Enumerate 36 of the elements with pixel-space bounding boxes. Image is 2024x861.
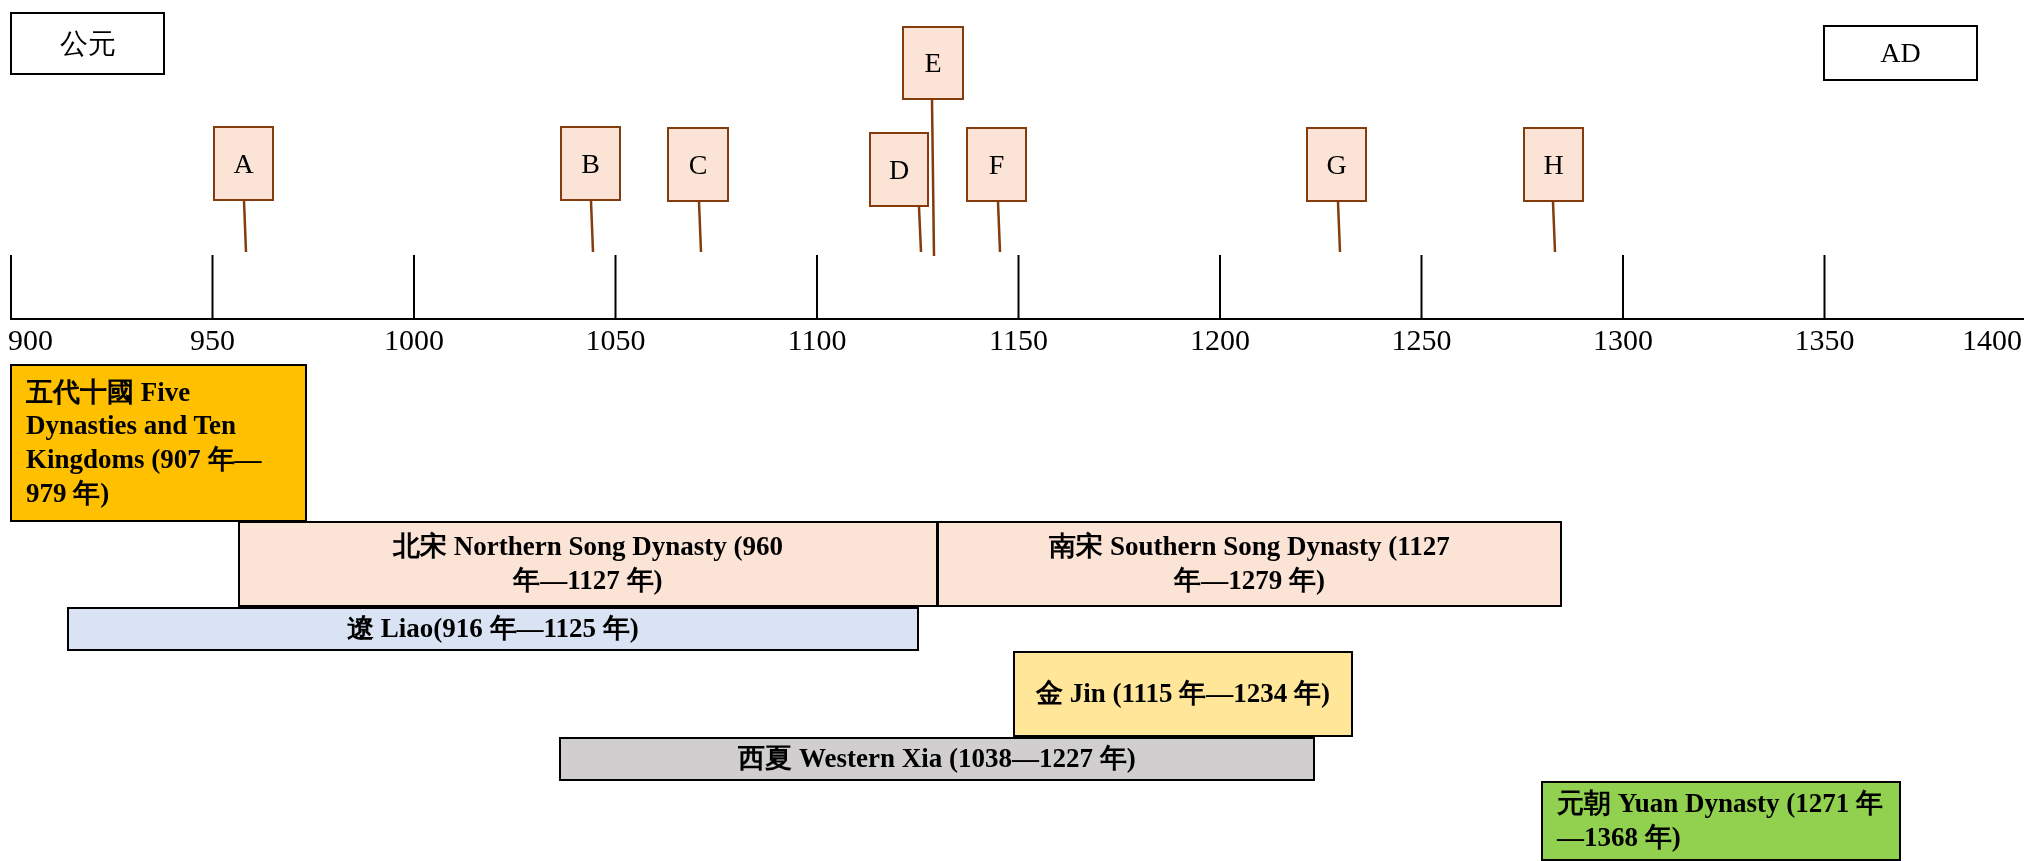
tick-label: 1000 (384, 323, 444, 357)
dynasty-bar: 金 Jin (1115 年—1234 年) (1013, 651, 1353, 737)
tick-label: 1400 (1962, 323, 2022, 357)
dynasty-bar: 南宋 Southern Song Dynasty (1127 年—1279 年) (937, 521, 1562, 607)
dynasty-bar: 西夏 Western Xia (1038—1227 年) (559, 737, 1315, 781)
tick-label: 1100 (787, 323, 847, 357)
leader-line (996, 201, 1002, 253)
leader-line (917, 206, 923, 253)
leader-line (589, 200, 595, 253)
tick-label: 1350 (1794, 323, 1855, 357)
leader-line (1551, 201, 1557, 253)
marker-box: F (966, 127, 1027, 202)
tick-label: 1050 (585, 323, 646, 357)
leader-line (697, 201, 703, 253)
marker-box: G (1306, 127, 1367, 202)
marker-box: H (1523, 127, 1584, 202)
dynasty-bar: 北宋 Northern Song Dynasty (960 年—1127 年) (238, 521, 938, 607)
tick-label: 1200 (1190, 323, 1250, 357)
marker-box: B (560, 126, 621, 201)
dynasty-bar: 五代十國 Five Dynasties and Ten Kingdoms (907 年—979 年) (10, 364, 307, 522)
marker-box: A (213, 126, 274, 201)
leader-line (242, 200, 248, 253)
dynasty-bar: 遼 Liao(916 年—1125 年) (67, 607, 919, 651)
label-box: 公元 (10, 12, 165, 75)
marker-box: C (667, 127, 729, 202)
leader-line (1336, 201, 1342, 253)
tick-label: 1250 (1391, 323, 1452, 357)
marker-box: E (902, 26, 964, 100)
marker-box: D (869, 132, 929, 207)
tick-label: 900 (8, 323, 53, 357)
tick-label: 950 (190, 323, 235, 357)
tick-label: 1150 (989, 323, 1048, 357)
label-box: AD (1823, 25, 1978, 81)
dynasty-bar: 元朝 Yuan Dynasty (1271 年—1368 年) (1541, 781, 1901, 861)
tick-label: 1300 (1593, 323, 1653, 357)
leader-line (930, 100, 936, 256)
